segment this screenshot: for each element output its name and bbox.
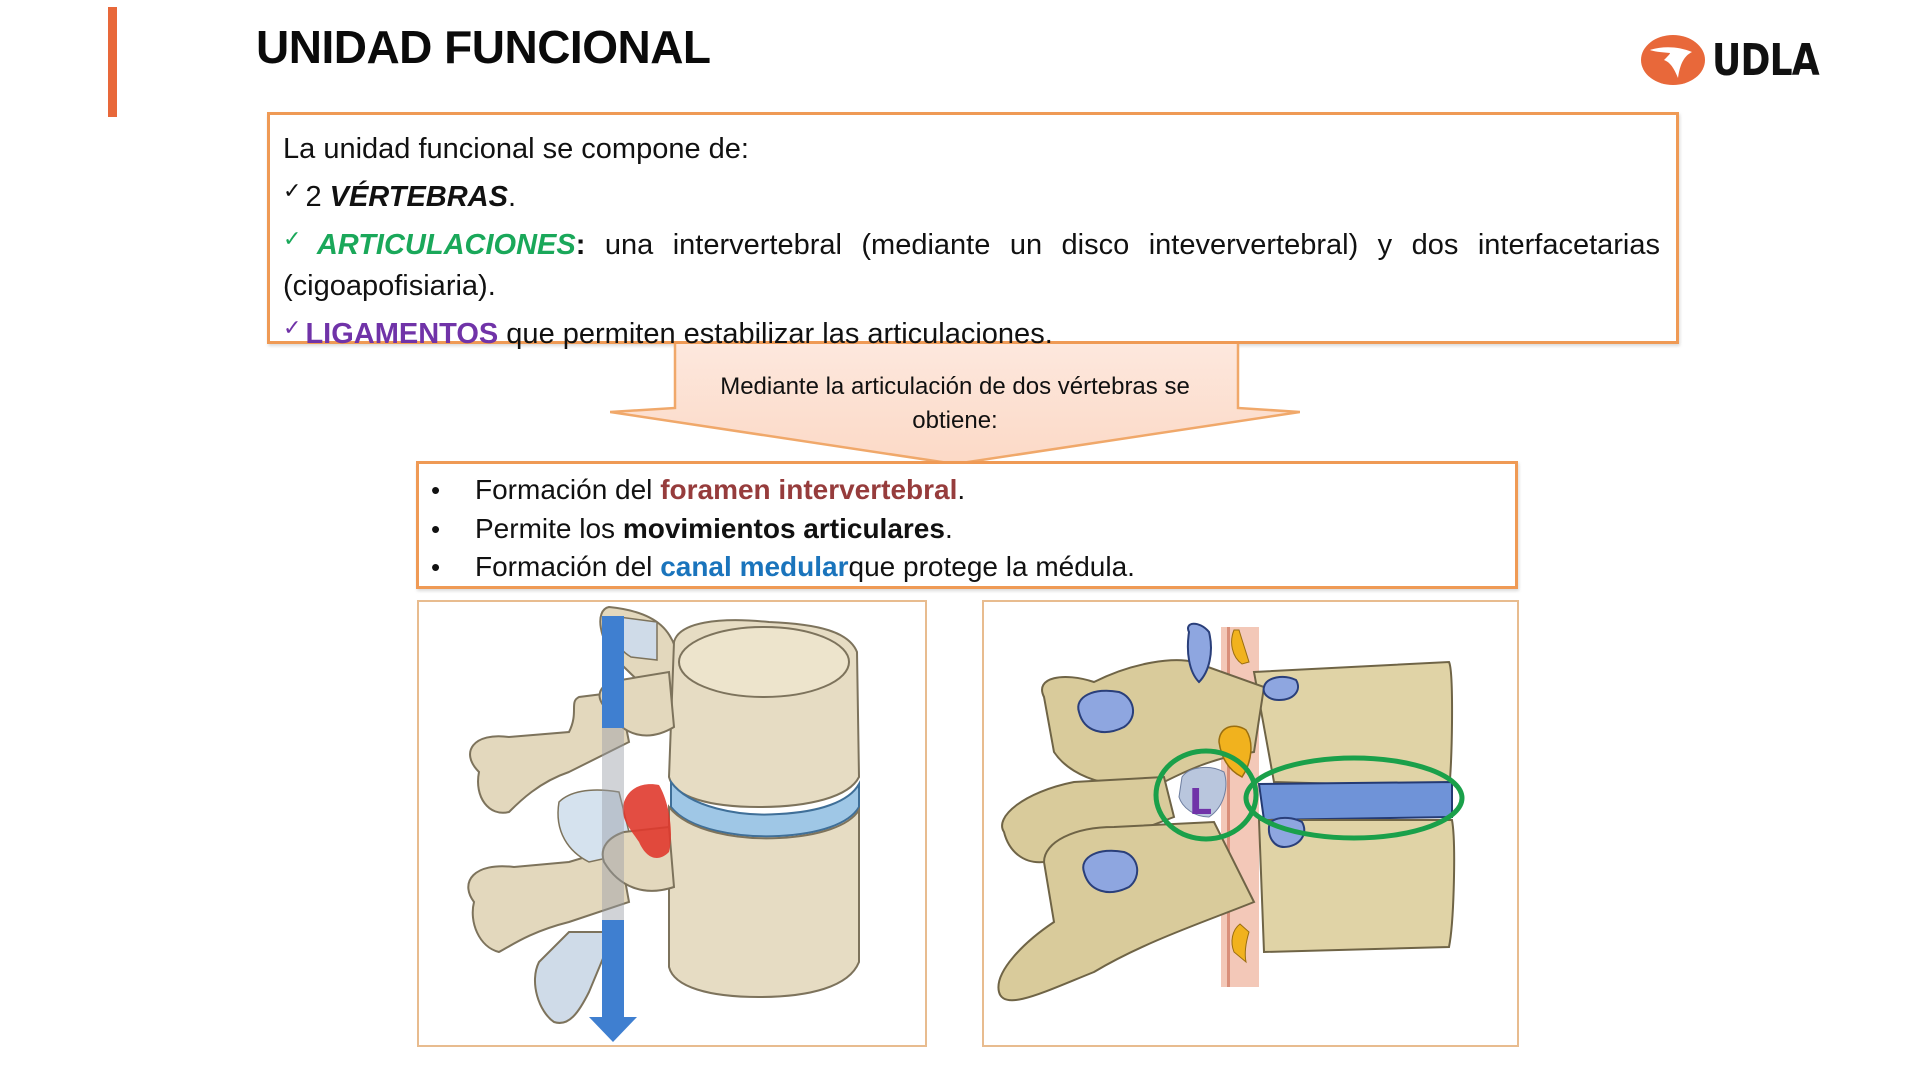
bullet-icon: • bbox=[431, 475, 441, 505]
title-accent-bar bbox=[108, 7, 117, 117]
udla-logo: UDLA bbox=[1640, 34, 1842, 86]
highlight-movimientos: movimientos articulares bbox=[622, 512, 945, 544]
vertebrae-joints-illustration: L bbox=[982, 600, 1519, 1047]
components-intro: La unidad funcional se compone de: bbox=[283, 133, 749, 165]
bullet-icon: • bbox=[431, 513, 441, 544]
callout-text: Mediante la articulación de dos vértebra… bbox=[720, 373, 1190, 434]
result-item: • Formación del foramen intervertebral. bbox=[431, 471, 1515, 510]
vertebrae-illustration-right-icon: L bbox=[997, 622, 1465, 1002]
component-item-articulaciones: ✓ARTICULACIONES: una intervertebral (med… bbox=[283, 226, 1661, 261]
result-item: • Formación del canal medular que proteg… bbox=[431, 548, 1515, 587]
results-box: • Formación del foramen intervertebral. … bbox=[416, 461, 1518, 589]
down-arrow-shape-icon bbox=[610, 344, 1300, 466]
vertebrae-illustration-left-icon bbox=[467, 605, 861, 1042]
checkmark-icon: ✓ bbox=[283, 178, 302, 203]
components-box: La unidad funcional se compone de: ✓2 VÉ… bbox=[267, 112, 1679, 350]
ligament-label: L bbox=[1189, 782, 1212, 823]
bullet-icon: • bbox=[431, 552, 441, 582]
checkmark-icon: ✓ bbox=[283, 226, 313, 251]
checkmark-icon: ✓ bbox=[283, 315, 302, 340]
down-arrow-callout: Mediante la articulación de dos vértebra… bbox=[610, 344, 1300, 466]
component-item-vertebras: ✓2 VÉRTEBRAS. bbox=[283, 178, 517, 213]
highlight-foramen: foramen intervertebral bbox=[660, 474, 958, 505]
highlight-canal-medular: canal medular bbox=[660, 551, 849, 582]
keyword-ligamentos: LIGAMENTOS bbox=[305, 318, 499, 350]
slide-title: UNIDAD FUNCIONAL bbox=[256, 21, 711, 73]
udla-logo-text: UDLA bbox=[1712, 34, 1820, 86]
component-item-articulaciones-cont: (cigoapofisiaria). bbox=[283, 270, 496, 302]
udla-logo-mark-icon bbox=[1641, 35, 1705, 85]
keyword-articulaciones: ARTICULACIONES bbox=[316, 229, 576, 261]
result-item: • Permite los movimientos articulares. bbox=[431, 510, 1515, 549]
keyword-vertebras: VÉRTEBRAS bbox=[329, 181, 508, 213]
vertebrae-foramen-illustration bbox=[417, 600, 927, 1047]
